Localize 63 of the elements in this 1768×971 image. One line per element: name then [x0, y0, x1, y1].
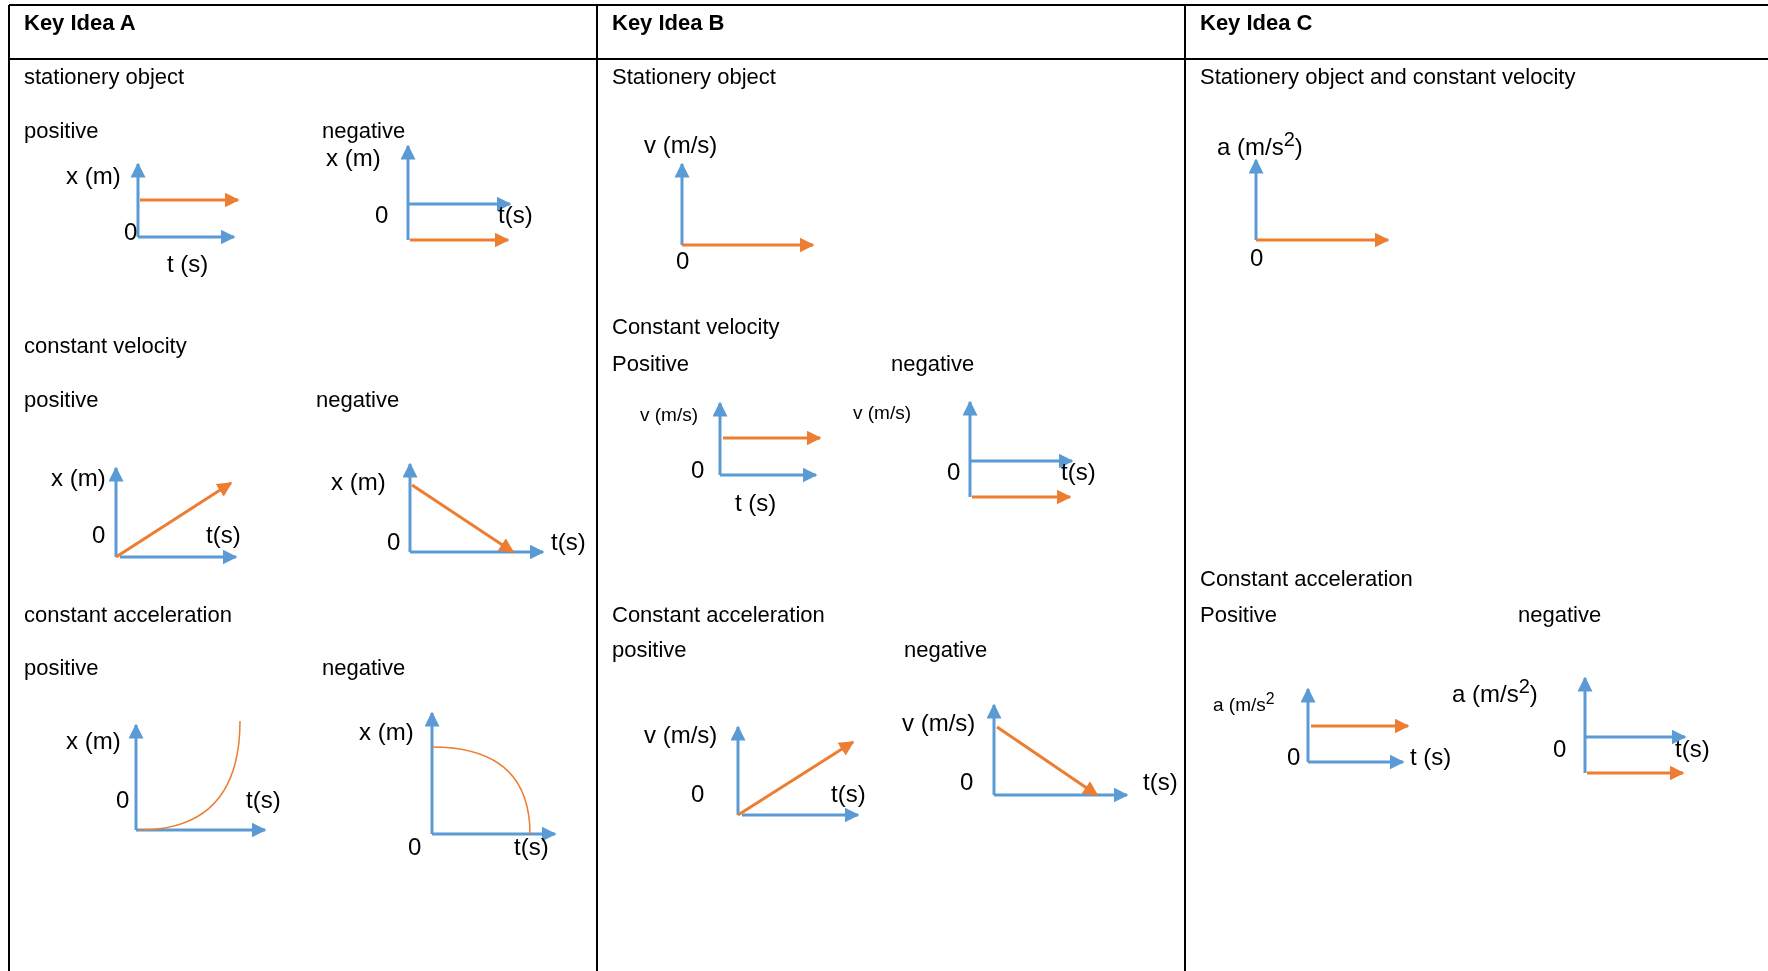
axis-label: t(s)	[1675, 737, 1710, 761]
axis-label: x (m)	[66, 729, 121, 753]
origin-label: 0	[676, 249, 690, 273]
column-heading: Key Idea B	[612, 12, 725, 34]
case-label: Positive	[1200, 604, 1278, 626]
axis-label: t(s)	[551, 530, 586, 554]
section-heading: Stationery object and constant velocity	[1200, 66, 1576, 88]
axis-label: t(s)	[831, 782, 866, 806]
axis-label: a (m/s$^{2}$	[1213, 691, 1275, 715]
origin-label: 0	[375, 203, 389, 227]
section-heading: stationery object	[24, 66, 185, 88]
case-label: positive	[612, 639, 687, 661]
section-heading: Constant acceleration	[612, 604, 825, 626]
origin-label: 0	[92, 523, 106, 547]
origin-label: 0	[1250, 246, 1264, 270]
case-label: negative	[316, 389, 400, 411]
axis-label: v (m/s)	[902, 711, 976, 735]
section-heading: constant velocity	[24, 335, 187, 357]
axis-label: t (s)	[167, 252, 209, 276]
origin-label: 0	[947, 460, 961, 484]
case-label: negative	[891, 353, 975, 375]
axis-label: t(s)	[498, 203, 533, 227]
axis-label: t(s)	[1143, 770, 1178, 794]
case-label: negative	[322, 120, 406, 142]
axis-label: t (s)	[735, 491, 777, 515]
axis-label: t(s)	[246, 788, 281, 812]
origin-label: 0	[408, 835, 422, 859]
origin-label: 0	[1553, 737, 1567, 761]
case-label: negative	[904, 639, 988, 661]
axis-label: t (s)	[1410, 745, 1452, 769]
column-heading: Key Idea A	[24, 12, 136, 34]
section-heading: Stationery object	[612, 66, 776, 88]
axis-label: x (m)	[51, 466, 106, 490]
axis-label: v (m/s)	[640, 405, 699, 424]
axis-label: a (m/s$^{2}$)	[1217, 129, 1303, 159]
axis-label: v (m/s)	[853, 403, 912, 422]
origin-label: 0	[387, 530, 401, 554]
axis-label: x (m)	[66, 164, 121, 188]
origin-label: 0	[691, 782, 705, 806]
case-label: negative	[322, 657, 406, 679]
case-label: negative	[1518, 604, 1602, 626]
axis-label: x (m)	[359, 720, 414, 744]
section-heading: constant acceleration	[24, 604, 232, 626]
axis-label: t(s)	[206, 523, 241, 547]
axis-label: t(s)	[514, 835, 549, 859]
case-label: positive	[24, 389, 99, 411]
origin-label: 0	[124, 220, 138, 244]
column-heading: Key Idea C	[1200, 12, 1313, 34]
axis-label: x (m)	[326, 146, 381, 170]
case-label: Positive	[612, 353, 690, 375]
origin-label: 0	[1287, 745, 1301, 769]
axis-label: v (m/s)	[644, 723, 718, 747]
section-heading: Constant velocity	[612, 316, 780, 338]
case-label: positive	[24, 120, 99, 142]
axis-label: v (m/s)	[644, 133, 718, 157]
axis-label: t(s)	[1061, 460, 1096, 484]
axis-label: x (m)	[331, 470, 386, 494]
origin-label: 0	[691, 458, 705, 482]
case-label: positive	[24, 657, 99, 679]
section-heading: Constant acceleration	[1200, 568, 1413, 590]
axis-label: a (m/s$^{2}$)	[1452, 676, 1538, 706]
origin-label: 0	[116, 788, 130, 812]
origin-label: 0	[960, 770, 974, 794]
